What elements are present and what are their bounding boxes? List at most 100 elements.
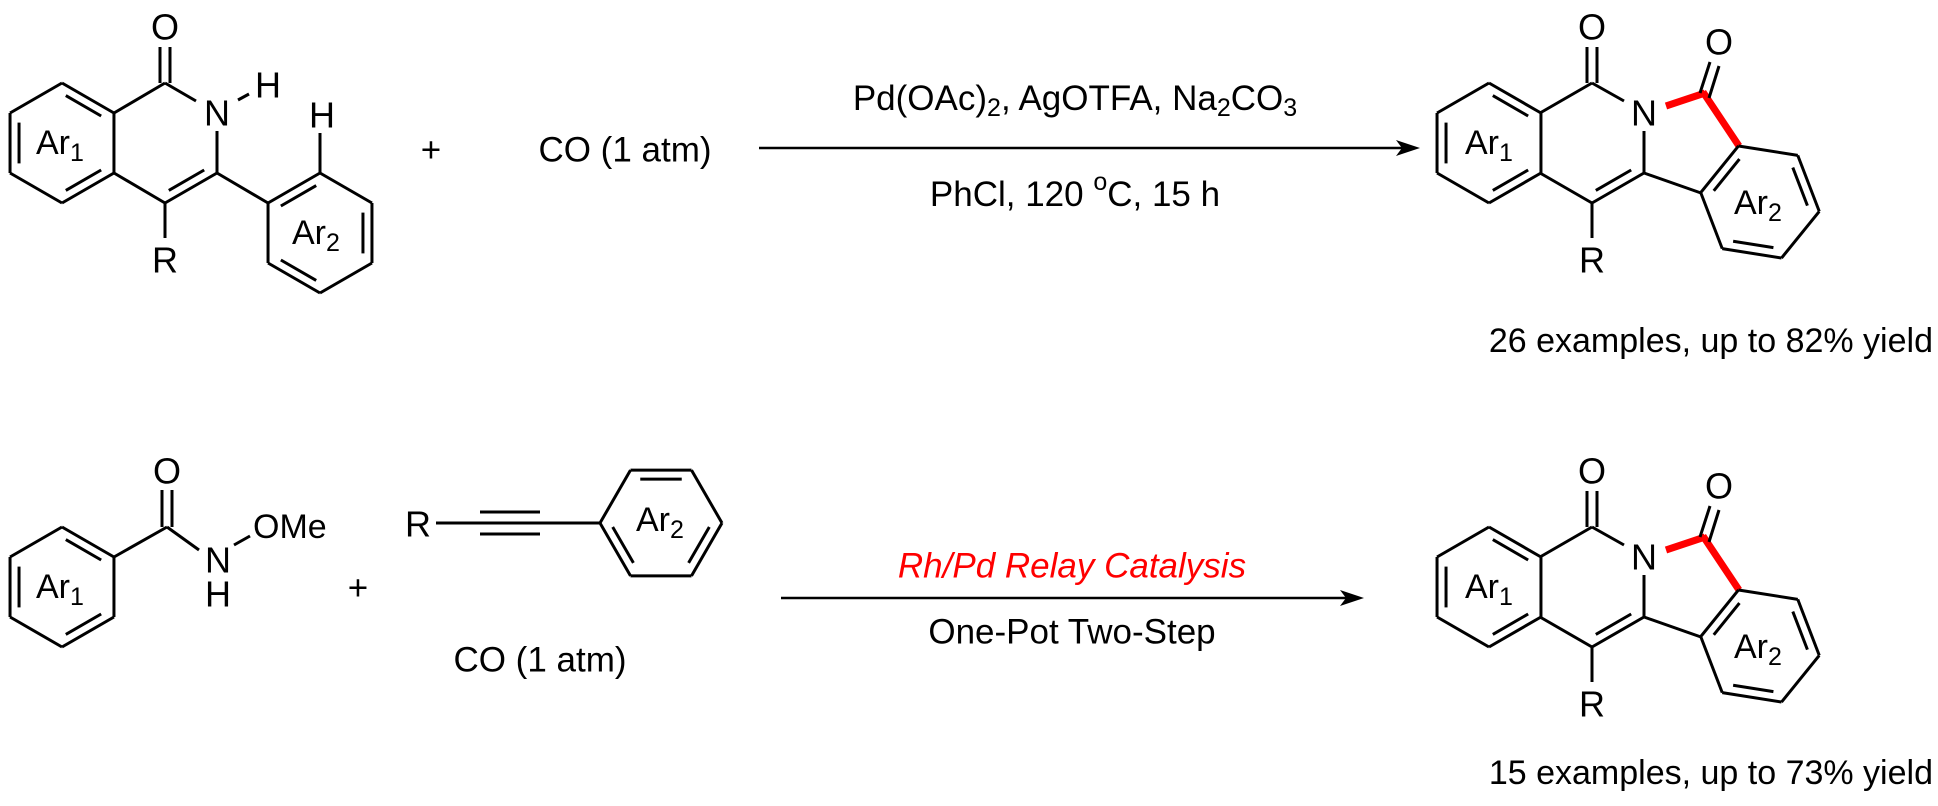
- ring-bond: [9, 81, 63, 115]
- ar2-label: Ar2: [636, 501, 684, 544]
- ar2-label: Ar2: [1734, 628, 1782, 671]
- scheme2-reactant-alkyne: R Ar2: [405, 501, 684, 545]
- n-o-bond: [233, 534, 251, 547]
- double-bond-inner: [1712, 158, 1741, 192]
- double-bond-inner: [65, 612, 102, 636]
- ring-bond: [1436, 615, 1490, 649]
- bond: [1591, 615, 1645, 649]
- ring-bond: [1488, 171, 1542, 205]
- bond: [1539, 81, 1593, 115]
- plus-sign: +: [421, 131, 441, 170]
- double-bond-inner: [687, 526, 711, 564]
- ring-bond: [690, 522, 724, 577]
- arrow-head: [1396, 140, 1420, 156]
- atom-R: R: [1579, 684, 1605, 725]
- scheme2-product: O O N R Ar1 Ar2: [1465, 451, 1782, 725]
- double-bond-inner: [280, 184, 317, 208]
- atom-O: O: [151, 7, 179, 48]
- carbonyl-bond: [1698, 505, 1712, 538]
- ring-bond: [1436, 81, 1490, 115]
- double-bond-inner: [280, 258, 317, 282]
- ring-bond: [1738, 588, 1798, 601]
- scheme1-reactant-isoquinolinone: O N H H R Ar1 Ar2: [36, 7, 340, 281]
- ring-bond: [61, 81, 115, 115]
- ring-bond: [1796, 154, 1821, 212]
- double-bond-inner: [1712, 602, 1741, 636]
- ring-bond: [61, 525, 115, 559]
- atom-H: H: [255, 65, 281, 106]
- ar1-label: Ar1: [36, 124, 84, 167]
- carbonyl-bond: [1707, 65, 1721, 99]
- atom-O: O: [1705, 22, 1733, 63]
- atom-R: R: [405, 504, 431, 545]
- ring-bond: [1488, 81, 1542, 115]
- arrow-head: [1340, 590, 1364, 606]
- bond: [164, 171, 218, 205]
- bond: [1539, 615, 1593, 649]
- double-bond-inner: [611, 526, 635, 564]
- atom-R: R: [152, 240, 178, 281]
- scheme2-reactant-benzamide: O N H OMe Ar1: [36, 451, 327, 615]
- double-bond-inner: [168, 168, 205, 192]
- bond: [216, 171, 269, 205]
- methoxy-label: OMe: [253, 508, 327, 546]
- ring-bond: [690, 469, 724, 524]
- ring-bond: [1436, 525, 1490, 559]
- bond: [1591, 81, 1625, 103]
- atom-H: H: [205, 574, 231, 615]
- reaction-arrows: [759, 140, 1420, 606]
- ar1-label: Ar1: [1465, 124, 1513, 167]
- conditions-solvent-temp-time: PhCl, 120 oC, 15 h: [930, 168, 1220, 214]
- ring-bond: [1699, 192, 1724, 250]
- bond: [1591, 171, 1645, 205]
- ring-bond: [9, 525, 63, 559]
- bond: [113, 81, 166, 115]
- atom-O: O: [1705, 466, 1733, 507]
- ar2-label: Ar2: [292, 214, 340, 257]
- bond: [1643, 615, 1702, 639]
- double-bond-inner: [65, 168, 102, 192]
- ring-bond: [1488, 525, 1542, 559]
- double-bond-inner: [1595, 168, 1632, 192]
- atom-H: H: [309, 95, 335, 136]
- bond: [164, 81, 197, 103]
- bond: [166, 525, 200, 552]
- bonds: [8, 47, 1821, 704]
- plus-sign: +: [348, 569, 368, 608]
- new-c-n-bond: [1664, 89, 1707, 110]
- ring-bond: [1780, 210, 1821, 259]
- ring-bond: [1738, 144, 1798, 157]
- ring-bond: [319, 171, 373, 205]
- ring-bond: [9, 171, 63, 205]
- ring-bond: [1796, 598, 1821, 656]
- ring-bond: [598, 522, 632, 577]
- bond: [1539, 525, 1593, 559]
- double-bond-inner: [1791, 167, 1809, 207]
- new-c-c-bond: [1700, 534, 1742, 592]
- reagent-co: CO (1 atm): [453, 641, 626, 680]
- double-bond-inner: [1595, 612, 1632, 636]
- atom-O: O: [1578, 451, 1606, 492]
- double-bond-inner: [1492, 94, 1529, 118]
- ring-bond: [1722, 691, 1782, 704]
- ar1-label: Ar1: [36, 568, 84, 611]
- double-bond-inner: [1492, 612, 1529, 636]
- carbonyl-bond: [1698, 61, 1712, 94]
- ring-bond: [1699, 589, 1740, 638]
- ring-bond: [9, 615, 63, 649]
- double-bond-inner: [1732, 239, 1774, 250]
- ring-bond: [1722, 247, 1782, 260]
- new-c-n-bond: [1664, 533, 1707, 554]
- bond: [113, 525, 168, 559]
- atom-O: O: [1578, 7, 1606, 48]
- bond: [1539, 171, 1593, 205]
- ar1-label: Ar1: [1465, 568, 1513, 611]
- ring-bond: [267, 171, 321, 205]
- reagent-co: CO (1 atm): [538, 131, 711, 170]
- ring-bond: [61, 171, 115, 205]
- double-bond-inner: [1791, 611, 1809, 651]
- atom-N: N: [205, 540, 231, 581]
- scheme2-result: 15 examples, up to 73% yield: [1489, 754, 1933, 792]
- ring-bond: [267, 261, 321, 295]
